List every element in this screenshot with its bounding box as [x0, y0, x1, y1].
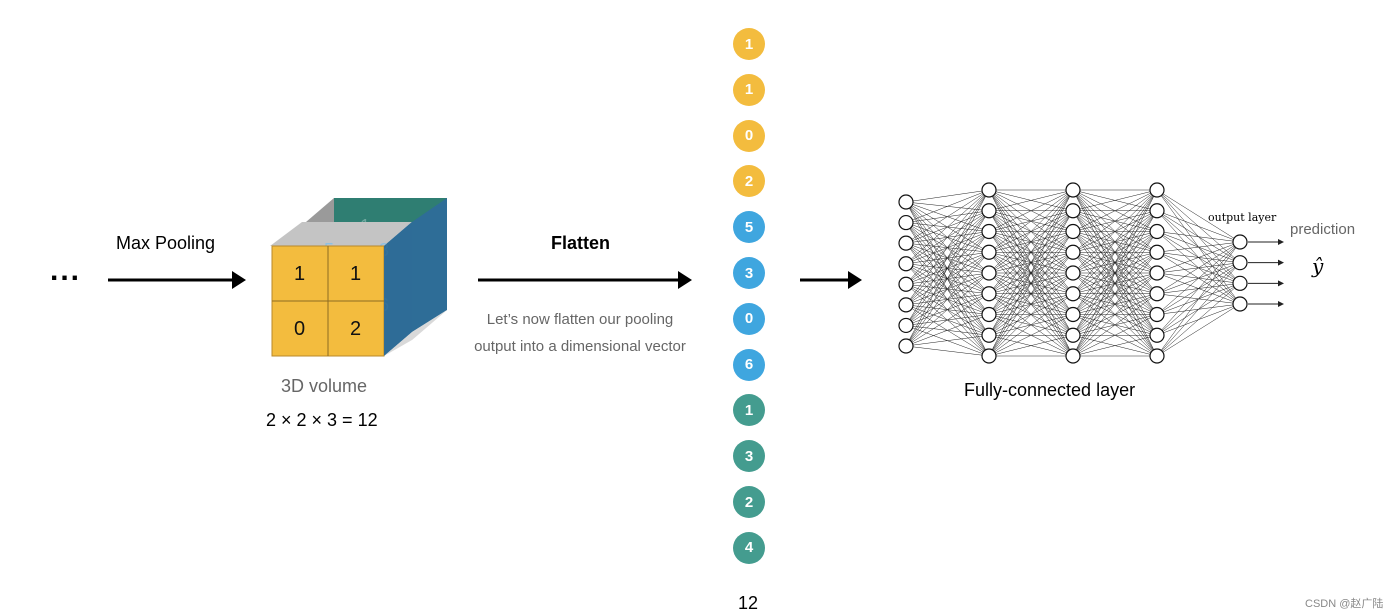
vector-node: 2 [733, 165, 765, 198]
arrow-flatten [478, 271, 692, 289]
neuron [898, 194, 914, 210]
volume-cube: 3 4 1 5 3 6 1 1 0 2 [270, 198, 447, 357]
neuron [981, 327, 997, 343]
neuron [1149, 348, 1165, 364]
neuron [1065, 223, 1081, 240]
flatten-description-line-2: output into a dimensional vector [474, 338, 686, 355]
output-neuron [1232, 255, 1248, 271]
arrow-max-pooling [108, 271, 246, 289]
output-neuron [1232, 234, 1248, 250]
max-pooling-label: Max Pooling [116, 233, 216, 253]
vector-node: 3 [733, 440, 765, 473]
fully-connected-label: Fully-connected layer [964, 380, 1136, 400]
neuron [1149, 286, 1165, 302]
cube-front-value-3: 2 [350, 318, 361, 340]
neuron [1149, 223, 1165, 240]
neuron [898, 317, 914, 334]
neuron [1149, 306, 1165, 323]
vector-node: 3 [733, 257, 765, 289]
neuron [1149, 203, 1165, 219]
volume-equation: 2 × 2 × 3 = 12 [266, 410, 378, 430]
vector-node: 2 [733, 486, 765, 518]
output-arrowhead [1278, 239, 1284, 245]
vector-node: 6 [733, 348, 765, 381]
neuron [898, 235, 914, 251]
neuron [981, 286, 997, 302]
output-arrowhead [1278, 301, 1284, 307]
vector-node: 1 [733, 394, 765, 427]
ellipsis: ... [50, 254, 82, 287]
vector-node: 0 [733, 119, 765, 152]
cube-front-value-2: 0 [294, 318, 305, 340]
neuron [981, 223, 997, 240]
neuron [1065, 306, 1081, 323]
vector-node: 1 [733, 73, 765, 106]
vector-node: 4 [733, 531, 765, 564]
cube-front-value-0: 1 [294, 263, 305, 285]
neuron [981, 203, 997, 219]
vector-node: 0 [733, 302, 765, 335]
vector-node: 1 [733, 28, 765, 60]
cube-front-value-1: 1 [350, 263, 361, 285]
neuron [898, 256, 914, 272]
flatten-description: Let’s now flatten our pooling output int… [462, 306, 698, 360]
neuron [1065, 203, 1081, 219]
flatten-label: Flatten [551, 233, 611, 253]
volume-label: 3D volume [281, 376, 368, 396]
network-connections [905, 189, 1241, 357]
neuron [981, 348, 997, 364]
neuron [1065, 327, 1081, 343]
neuron [898, 214, 914, 231]
neuron [1149, 182, 1165, 198]
neuron [981, 306, 997, 323]
output-arrowhead [1278, 280, 1284, 287]
output-neuron [1232, 296, 1248, 312]
y-hat-symbol: ŷ [1312, 254, 1324, 278]
watermark: CSDN @赵广陆 [1305, 598, 1384, 610]
neuron [1065, 348, 1081, 364]
arrow-to-network [800, 271, 862, 289]
neuron [981, 244, 997, 260]
neuron [1065, 286, 1081, 302]
prediction-label: prediction [1290, 221, 1356, 238]
neuron [898, 338, 914, 354]
neuron [898, 297, 914, 313]
neuron [898, 276, 914, 292]
neuron [1149, 244, 1165, 260]
neuron [1065, 244, 1081, 260]
vector-size-label: 12 [738, 593, 759, 613]
neuron [981, 265, 997, 281]
neuron [981, 182, 997, 198]
flatten-description-line-1: Let’s now flatten our pooling [486, 311, 674, 328]
neuron [1065, 265, 1081, 281]
neuron [1149, 327, 1165, 343]
fully-connected-network [898, 182, 1284, 364]
output-neuron [1232, 275, 1248, 291]
neuron [1149, 265, 1165, 281]
vector-node: 5 [733, 211, 765, 244]
output-arrowhead [1278, 259, 1284, 266]
neuron [1065, 182, 1081, 198]
output-layer-label: output layer [1208, 211, 1277, 224]
